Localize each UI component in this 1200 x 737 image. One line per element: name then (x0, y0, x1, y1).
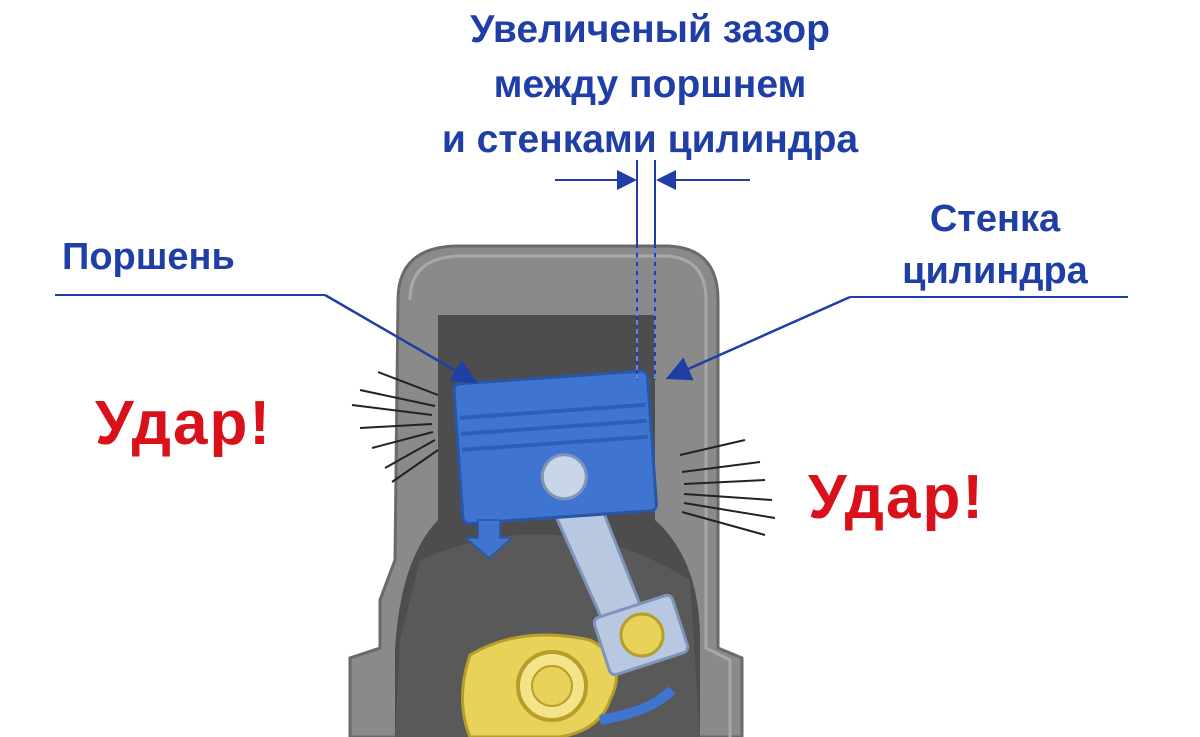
clearance-label-line-3: и стенками цилиндра (441, 118, 859, 161)
crankpin (619, 612, 665, 658)
impact-lines-left (351, 371, 439, 483)
wall-pointer (665, 295, 851, 381)
clearance-label-line-1: Увеличеный зазор (470, 8, 830, 51)
impact-lines-right (679, 439, 776, 536)
crankshaft-journal-inner (531, 665, 573, 707)
impact-label-right: Удар! (808, 463, 986, 532)
clearance-label-line-2: между поршнем (493, 63, 807, 106)
cylinder-wall-label-line-2: цилиндра (902, 250, 1088, 292)
cylinder-wall-highlight (408, 254, 732, 737)
impact-label-left: Удар! (95, 389, 273, 458)
cylinder-wall-label-line-1: Стенка (929, 198, 1061, 240)
piston-pointer (324, 293, 478, 384)
cylinder-wall-label: Стенка цилиндра (855, 193, 1135, 297)
piston-pin (540, 453, 588, 501)
piston (452, 369, 658, 525)
downward-arrow-icon (463, 519, 515, 559)
clearance-label: Увеличеный зазор между поршнем и стенкам… (340, 2, 960, 167)
crank-arc (599, 686, 676, 725)
piston-label: Поршень (62, 236, 235, 278)
